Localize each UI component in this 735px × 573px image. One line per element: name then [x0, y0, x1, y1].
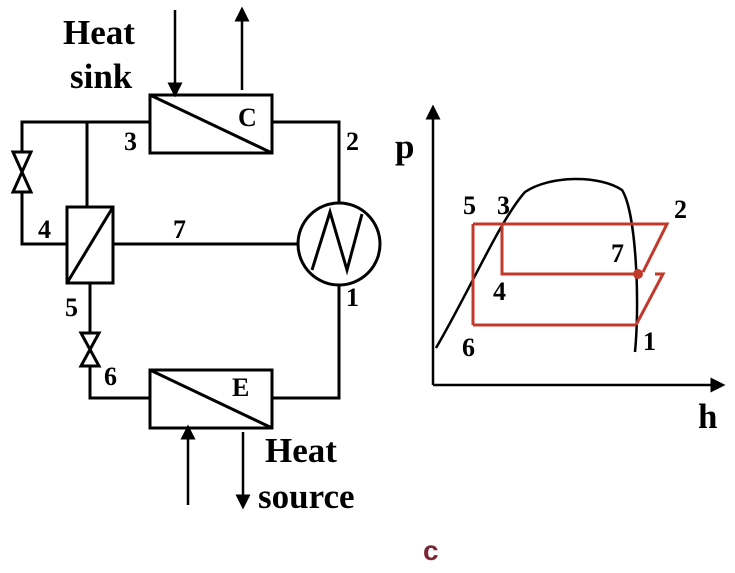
point-6: 6: [462, 333, 475, 362]
h-axis-label: h: [698, 397, 717, 436]
cycle-lines: [471, 222, 670, 327]
point-7: 7: [611, 239, 624, 268]
circuit-schematic: Heat sink C E Heat source: [10, 6, 382, 516]
condenser-label: C: [238, 103, 257, 132]
node-4: 4: [38, 215, 51, 244]
evaporator-label: E: [232, 373, 249, 402]
node-1: 1: [346, 283, 359, 312]
node-6: 6: [104, 362, 117, 391]
point-3: 3: [497, 191, 510, 220]
point-7-marker: [633, 269, 643, 279]
point-2: 2: [674, 195, 687, 224]
point-4: 4: [493, 277, 506, 306]
heat-source-label-2: source: [258, 477, 355, 516]
point-5: 5: [463, 191, 476, 220]
ph-diagram: p h 5 3 2 7 4 1 6: [395, 104, 726, 436]
evaporator: E: [148, 368, 274, 430]
compressor: [296, 201, 382, 287]
panel-label: c: [423, 535, 439, 566]
condenser: C: [148, 93, 274, 155]
node-2: 2: [346, 127, 359, 156]
node-5: 5: [65, 293, 78, 322]
heat-sink-label-2: sink: [70, 57, 133, 96]
expansion-valve-bottom: [78, 331, 102, 368]
saturation-dome: [434, 177, 639, 353]
heat-sink-label-1: Heat: [63, 13, 135, 52]
p-axis-label: p: [395, 127, 414, 166]
node-7: 7: [173, 215, 186, 244]
heat-source-label-1: Heat: [265, 431, 337, 470]
piping: [20, 120, 341, 400]
node-3: 3: [124, 127, 137, 156]
expansion-valve-top: [10, 150, 34, 194]
internal-heat-exchanger: [65, 205, 115, 285]
point-1: 1: [643, 327, 656, 356]
